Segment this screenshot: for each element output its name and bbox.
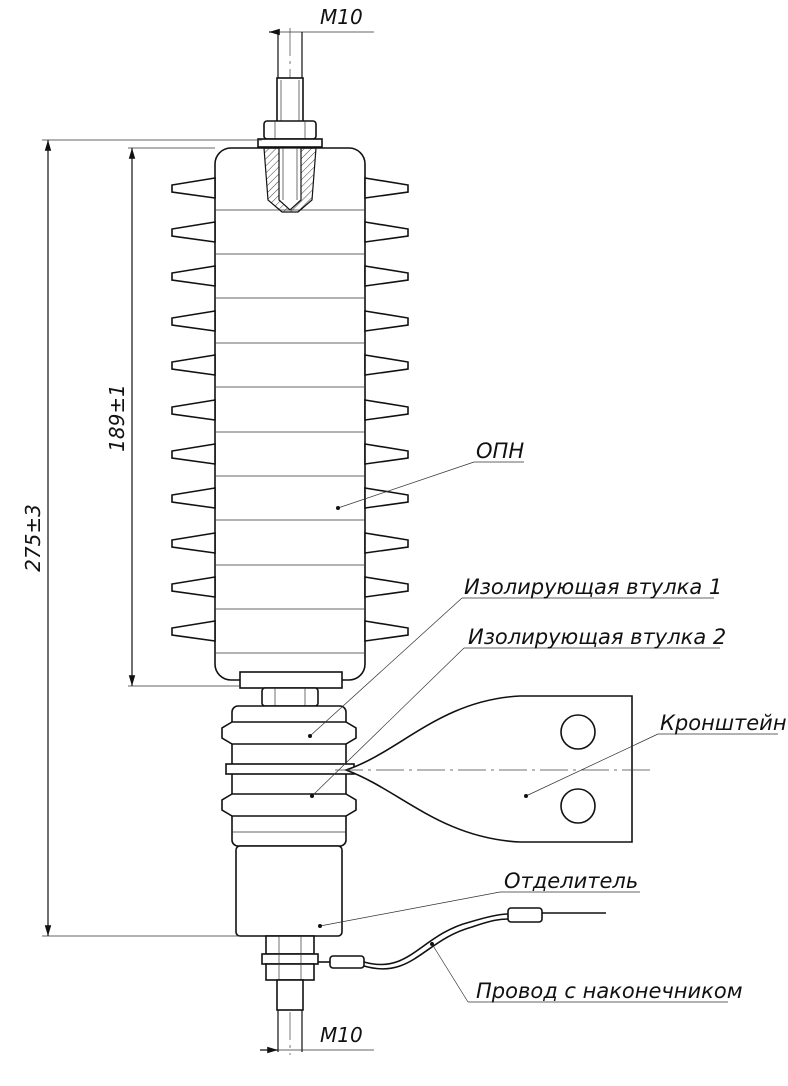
- separator: [235, 845, 343, 937]
- opn-label: ОПН: [476, 439, 524, 463]
- insulating-bushings: [221, 705, 357, 847]
- dim-body-label: 189±1: [105, 384, 129, 452]
- wire-label: Провод с наконечником: [476, 979, 743, 1003]
- top-thread-label: M10: [320, 5, 363, 29]
- separator-label: Отделитель: [504, 869, 638, 893]
- middle-nut: [261, 687, 319, 707]
- wire-with-lug: [318, 907, 606, 970]
- bushing1-label: Изолирующая втулка 1: [464, 575, 722, 599]
- bushing2-label: Изолирующая втулка 2: [468, 625, 726, 649]
- bracket: [335, 695, 652, 843]
- dim-total-label: 275±3: [21, 504, 45, 572]
- bottom-thread-label: M10: [320, 1023, 363, 1047]
- opn-body: [171, 147, 409, 689]
- bottom-stud: [260, 935, 374, 1054]
- bracket-label: Кронштейн: [660, 711, 787, 735]
- dimension-275: [42, 139, 262, 937]
- sheds: [171, 177, 409, 642]
- leaders: [309, 461, 778, 1003]
- dimension-189: [128, 147, 240, 687]
- top-stud: [257, 28, 374, 148]
